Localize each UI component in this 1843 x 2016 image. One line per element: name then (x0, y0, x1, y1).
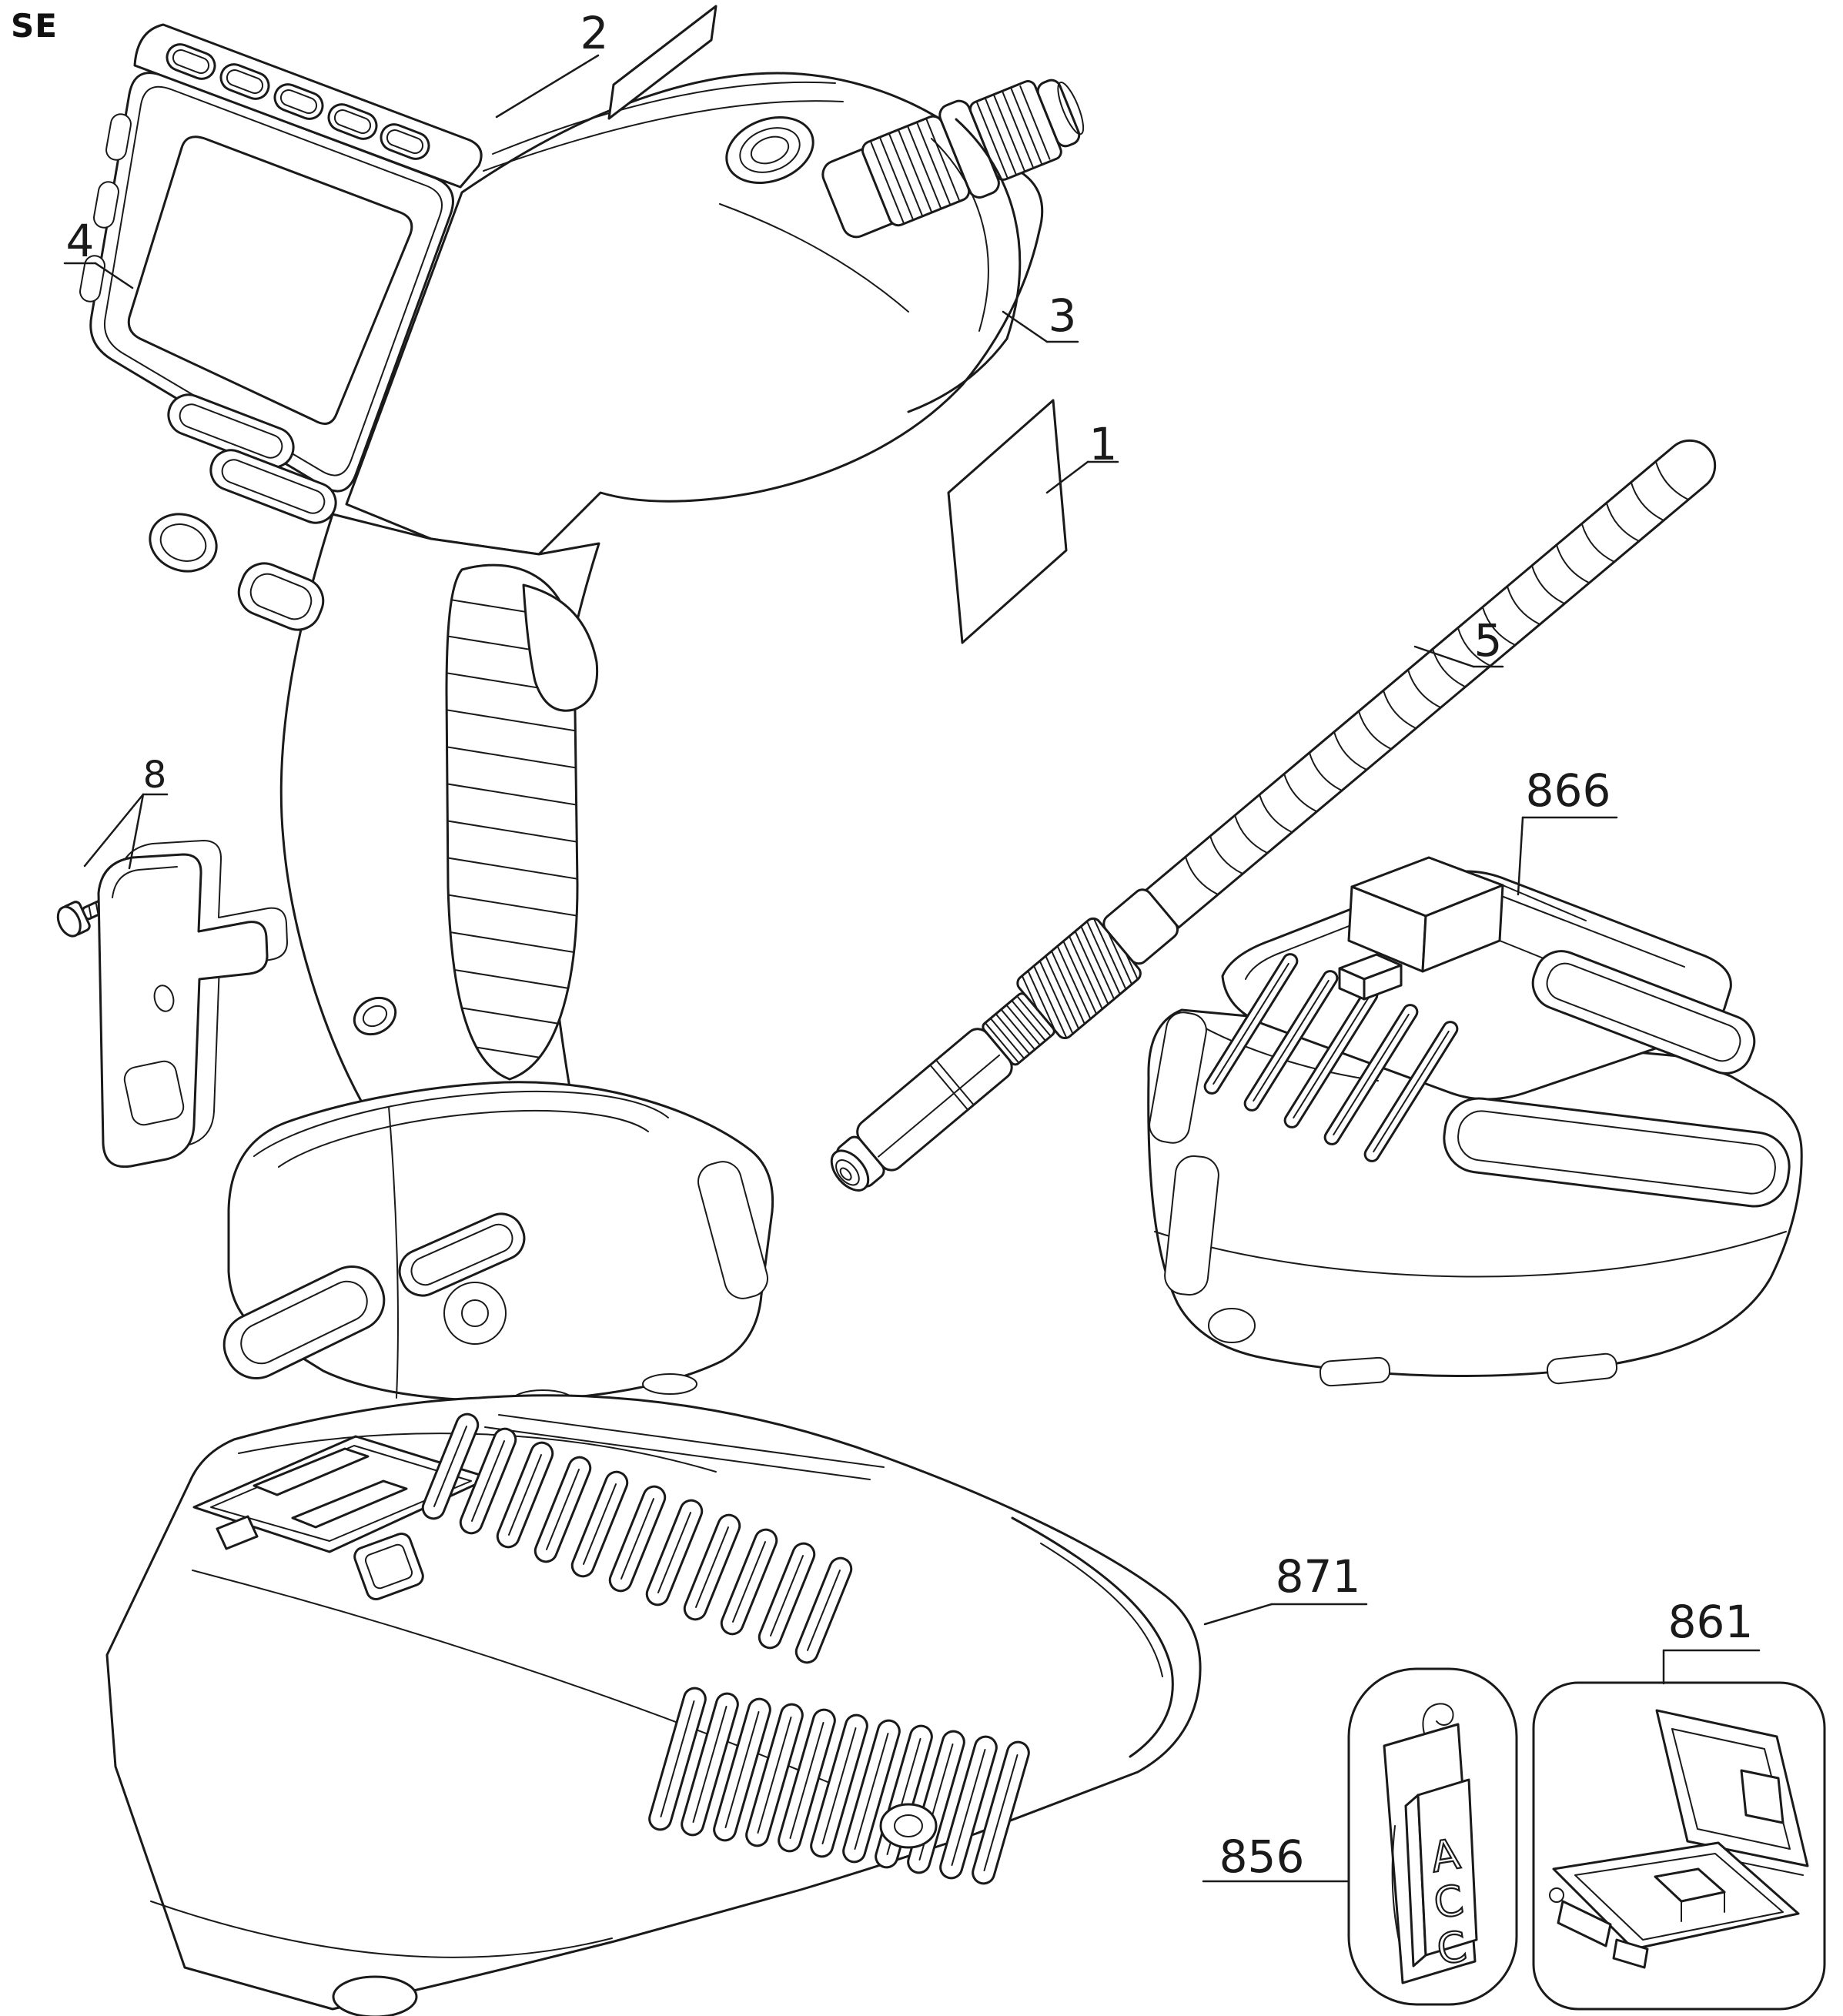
charger-led-window (353, 1532, 424, 1601)
blister-tray (1417, 1778, 1478, 1957)
part-label-866: 866 (1526, 764, 1611, 817)
front-buttons (149, 393, 337, 631)
display-module (79, 23, 483, 631)
corner-mark: SE (11, 7, 58, 45)
probe-camera-head (830, 888, 1179, 1192)
part-label-4: 4 (66, 215, 95, 267)
part-label-856: 856 (1219, 1830, 1305, 1883)
top-buttons (166, 43, 430, 160)
case-base (1549, 1841, 1800, 1969)
battery-front-slot (1443, 1097, 1791, 1208)
label-flag-handle (947, 399, 1068, 644)
power-knob (725, 115, 814, 185)
leader-2 (495, 54, 600, 119)
inspection-camera-illustration (79, 23, 1085, 1413)
camera-probe-connector (821, 79, 1085, 239)
camera-battery-block (222, 1081, 774, 1413)
battery-latch (1347, 856, 1587, 974)
part-label-2: 2 (580, 7, 609, 59)
camera-collar (907, 118, 1022, 413)
part-label-871: 871 (1276, 1550, 1361, 1603)
probe-corrugation (1185, 461, 1689, 895)
charger-rail-platform (192, 1435, 491, 1553)
charger-illustration (105, 1394, 1202, 2016)
part-label-3: 3 (1049, 289, 1077, 342)
reference-labels: SE 4 2 3 1 5 8 866 871 861 856 (11, 7, 1761, 1883)
battery-release-button (353, 996, 397, 1036)
storage-case-outline (1532, 1681, 1826, 2011)
case-lid (1655, 1709, 1809, 1876)
mount-bracket-illustration (97, 840, 288, 1168)
storage-case-illustration (1532, 1681, 1826, 2011)
part-label-5: 5 (1474, 614, 1503, 667)
accessory-pack-illustration: A C C (1347, 1667, 1518, 2006)
battery-pack-illustration (1147, 856, 1803, 1387)
part-label-8: 8 (143, 754, 167, 797)
battery-rail (1531, 950, 1756, 1075)
accessory-pack-outline (1347, 1667, 1518, 2006)
probe-tube (1145, 439, 1717, 929)
label-flag-top (607, 5, 717, 120)
display-screen (127, 135, 413, 425)
part-label-861: 861 (1668, 1596, 1754, 1648)
hang-hook (1422, 1703, 1454, 1739)
trigger (522, 583, 599, 712)
bezel-bumpers (79, 113, 132, 303)
flexible-probe-illustration (830, 439, 1717, 1192)
